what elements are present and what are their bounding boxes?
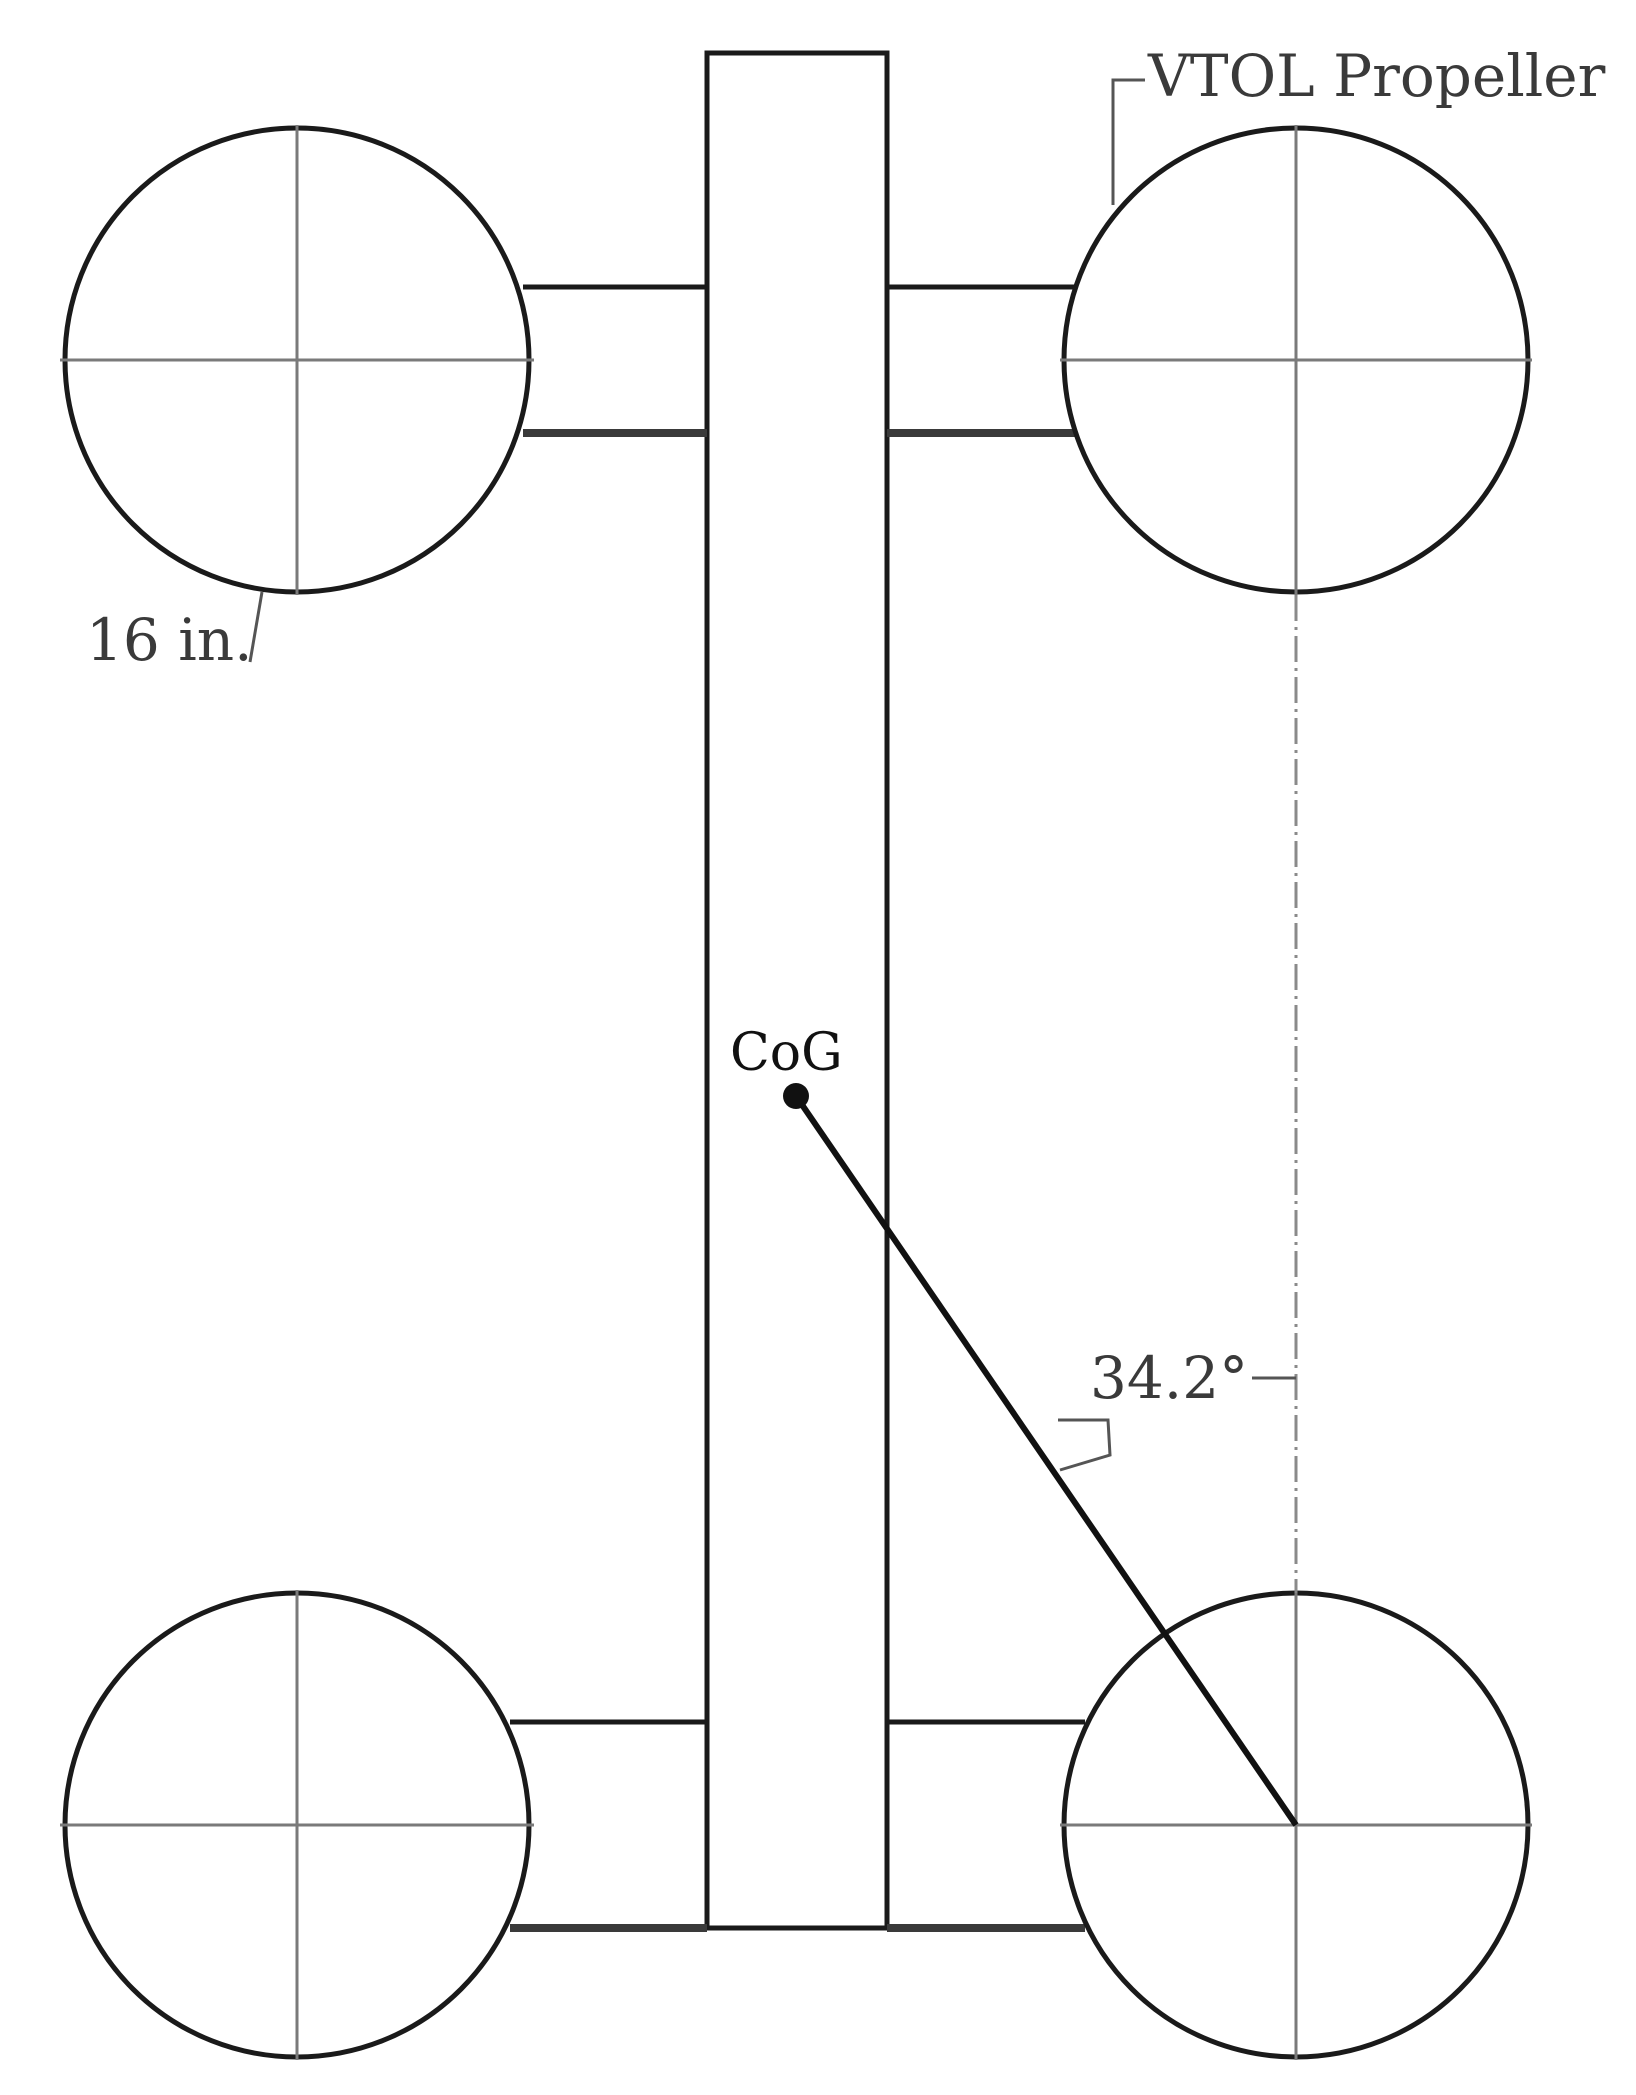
propeller-top-left	[60, 125, 534, 595]
angle-label: 34.2°	[1090, 1344, 1248, 1412]
arms	[510, 284, 1085, 1932]
cog-label: CoG	[730, 1023, 843, 1083]
fuselage	[704, 50, 890, 1931]
vtol-propeller-leader	[1111, 78, 1145, 205]
cog-to-propeller-line	[793, 1094, 1299, 1827]
vtol-propeller-label: VTOL Propeller	[1147, 42, 1606, 110]
angle-leader-left	[1058, 1418, 1112, 1472]
diameter-leader	[248, 591, 264, 663]
cog-point	[783, 1083, 809, 1109]
propeller-diameter-label: 16 in.	[86, 606, 253, 674]
propeller-bottom-left	[60, 1590, 534, 2060]
propeller-top-right	[1060, 125, 1532, 595]
